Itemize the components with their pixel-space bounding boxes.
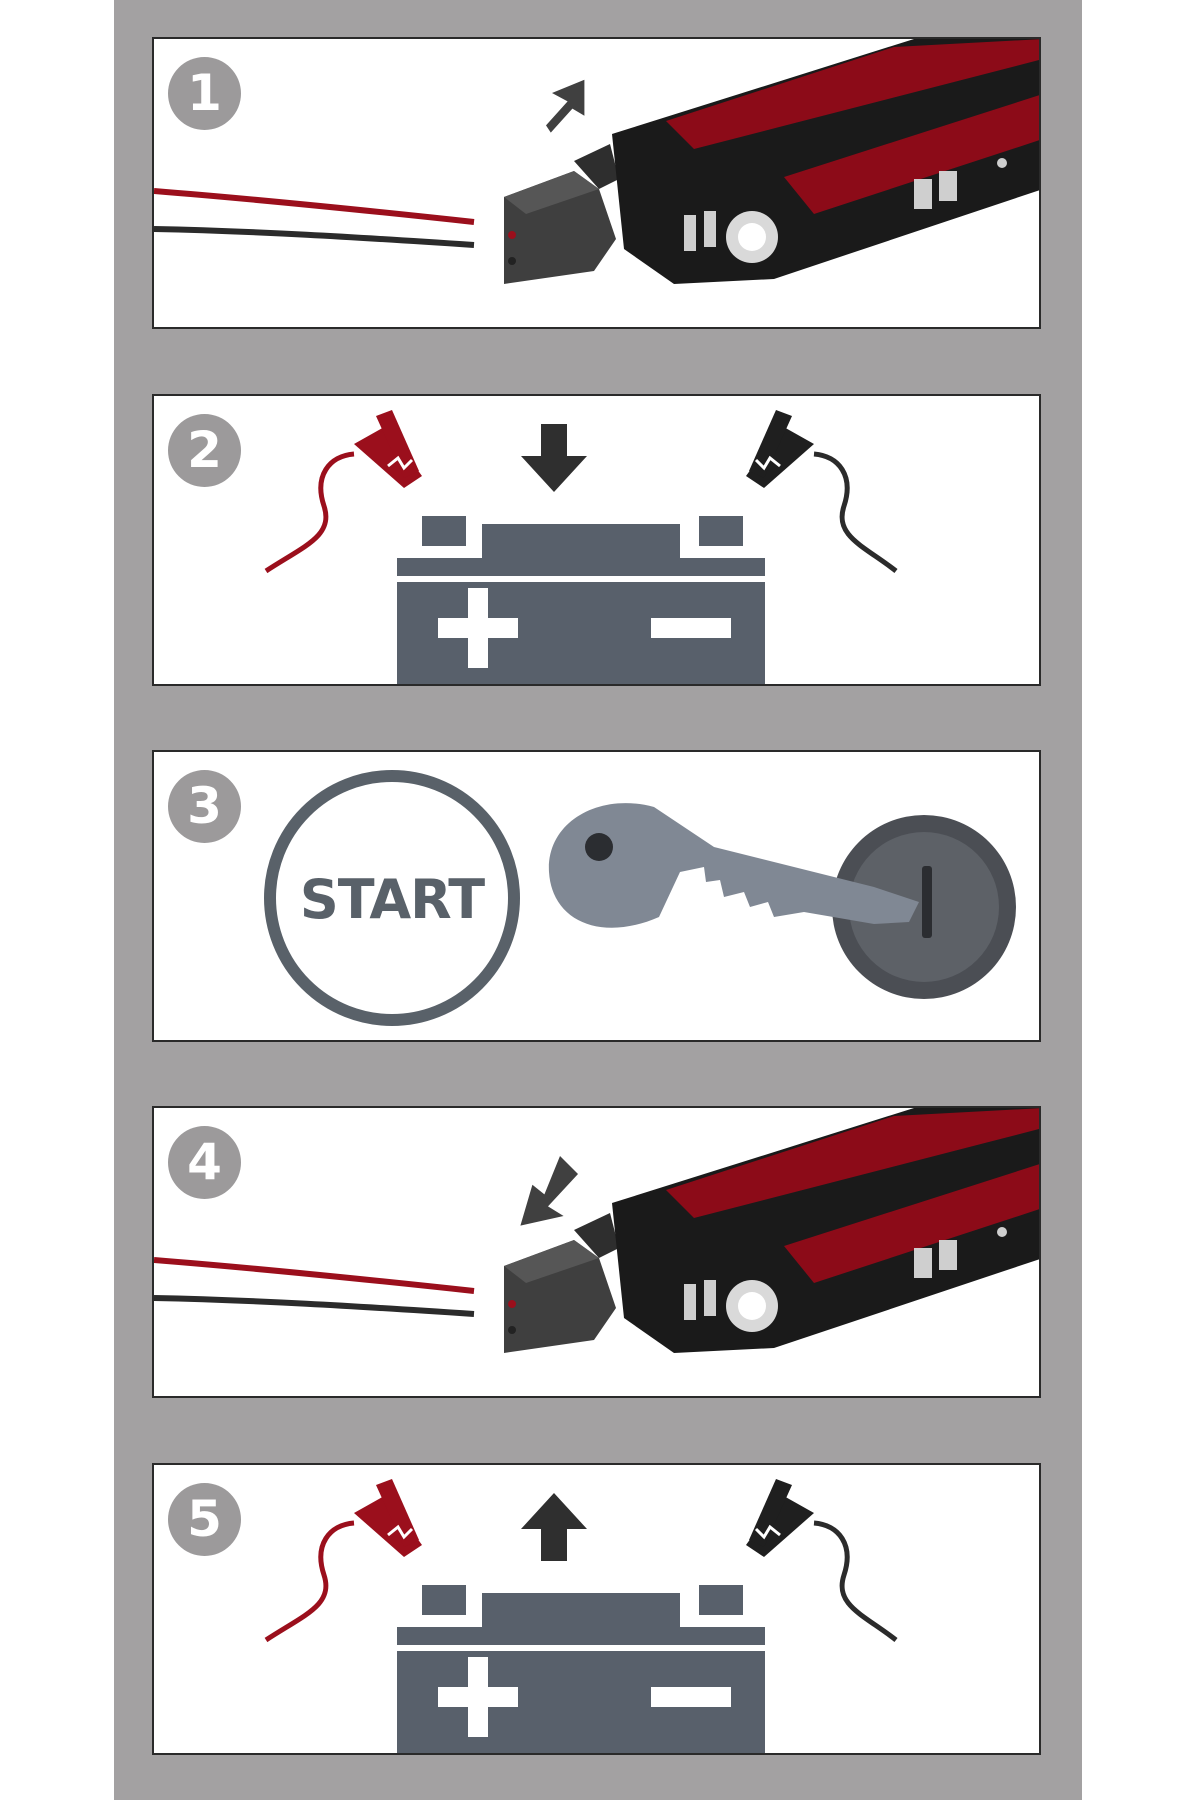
step-number-badge-1: 1 — [168, 57, 241, 130]
step-number-badge-5: 5 — [168, 1483, 241, 1556]
battery-clamps-attach-icon — [264, 410, 898, 684]
battery-clamps-remove-icon — [264, 1479, 898, 1753]
jump-starter-cable-disconnect-icon — [154, 1108, 1039, 1353]
step-panel-2: 2 — [152, 394, 1041, 686]
step-number-badge-3: 3 — [168, 770, 241, 843]
start-button-and-ignition-key-icon — [264, 770, 1016, 1026]
start-button-ring — [264, 770, 520, 1026]
step-panel-4: 4 — [152, 1106, 1041, 1398]
step-number-badge-4: 4 — [168, 1126, 241, 1199]
step-panel-1: 1 — [152, 37, 1041, 329]
step-panel-3: START 3 — [152, 750, 1041, 1042]
step-number-badge-2: 2 — [168, 414, 241, 487]
jump-starter-cable-connect-icon — [154, 39, 1039, 284]
start-button-label: START — [299, 868, 485, 931]
step-panel-5: 5 — [152, 1463, 1041, 1755]
